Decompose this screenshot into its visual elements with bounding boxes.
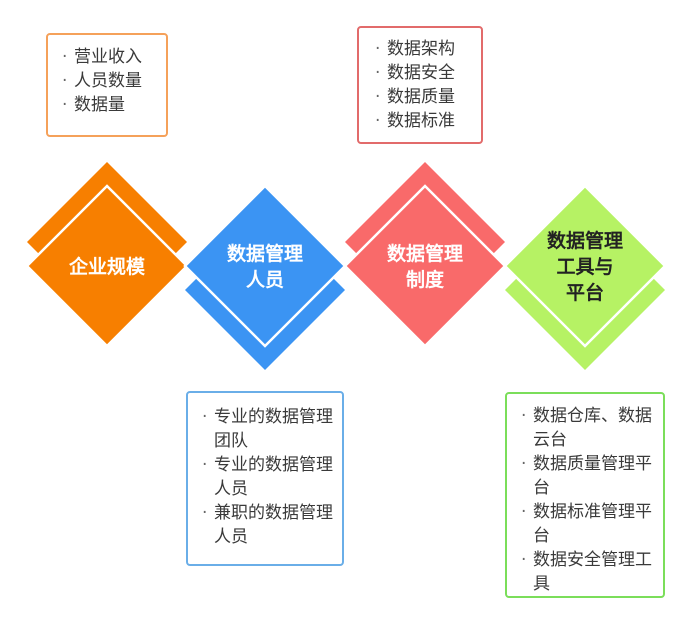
stage-4-label-line-2: 工具与 xyxy=(556,256,614,278)
stage-1-info-box: 营业收入 人员数量 数据量 xyxy=(46,33,168,137)
stage-4-info-box: 数据仓库、数据云台 数据质量管理平台 数据标准管理平台 数据安全管理工具 xyxy=(505,392,665,598)
stage-3-label-line-1: 数据管理 xyxy=(386,243,463,265)
stage-3-item: 数据质量 xyxy=(373,85,473,109)
stage-4-item: 数据质量管理平台 xyxy=(519,452,655,500)
stage-3-item: 数据安全 xyxy=(373,61,473,85)
stage-4-label: 数据管理 工具与 平台 xyxy=(525,228,645,306)
stage-2-label-line-2: 人员 xyxy=(245,269,284,291)
stage-2-info-box: 专业的数据管理团队 专业的数据管理人员 兼职的数据管理人员 xyxy=(186,391,344,566)
stage-2-item: 兼职的数据管理人员 xyxy=(200,501,334,549)
stage-2-label-line-1: 数据管理 xyxy=(226,243,303,265)
stage-2-label: 数据管理 人员 xyxy=(205,241,325,293)
stage-4-item: 数据仓库、数据云台 xyxy=(519,404,655,452)
stage-1-label-line: 企业规模 xyxy=(68,256,145,278)
stage-4-diamond xyxy=(503,184,667,348)
stage-4-item: 数据安全管理工具 xyxy=(519,548,655,596)
stage-3-item: 数据架构 xyxy=(373,37,473,61)
stage-2-item: 专业的数据管理团队 xyxy=(200,405,334,453)
stage-3-info-box: 数据架构 数据安全 数据质量 数据标准 xyxy=(357,26,483,144)
stage-4-item: 数据标准管理平台 xyxy=(519,500,655,548)
stage-3-item: 数据标准 xyxy=(373,109,473,133)
stage-3-label-line-2: 制度 xyxy=(405,269,444,291)
stage-4-label-line-3: 平台 xyxy=(565,282,604,304)
stage-3-label: 数据管理 制度 xyxy=(365,241,485,293)
stage-1-item: 营业收入 xyxy=(60,45,158,69)
stage-2-item: 专业的数据管理人员 xyxy=(200,453,334,501)
stage-1-item: 人员数量 xyxy=(60,69,158,93)
stage-4-label-line-1: 数据管理 xyxy=(546,230,623,252)
stage-1-label: 企业规模 xyxy=(47,254,167,280)
stage-1-item: 数据量 xyxy=(60,93,158,117)
